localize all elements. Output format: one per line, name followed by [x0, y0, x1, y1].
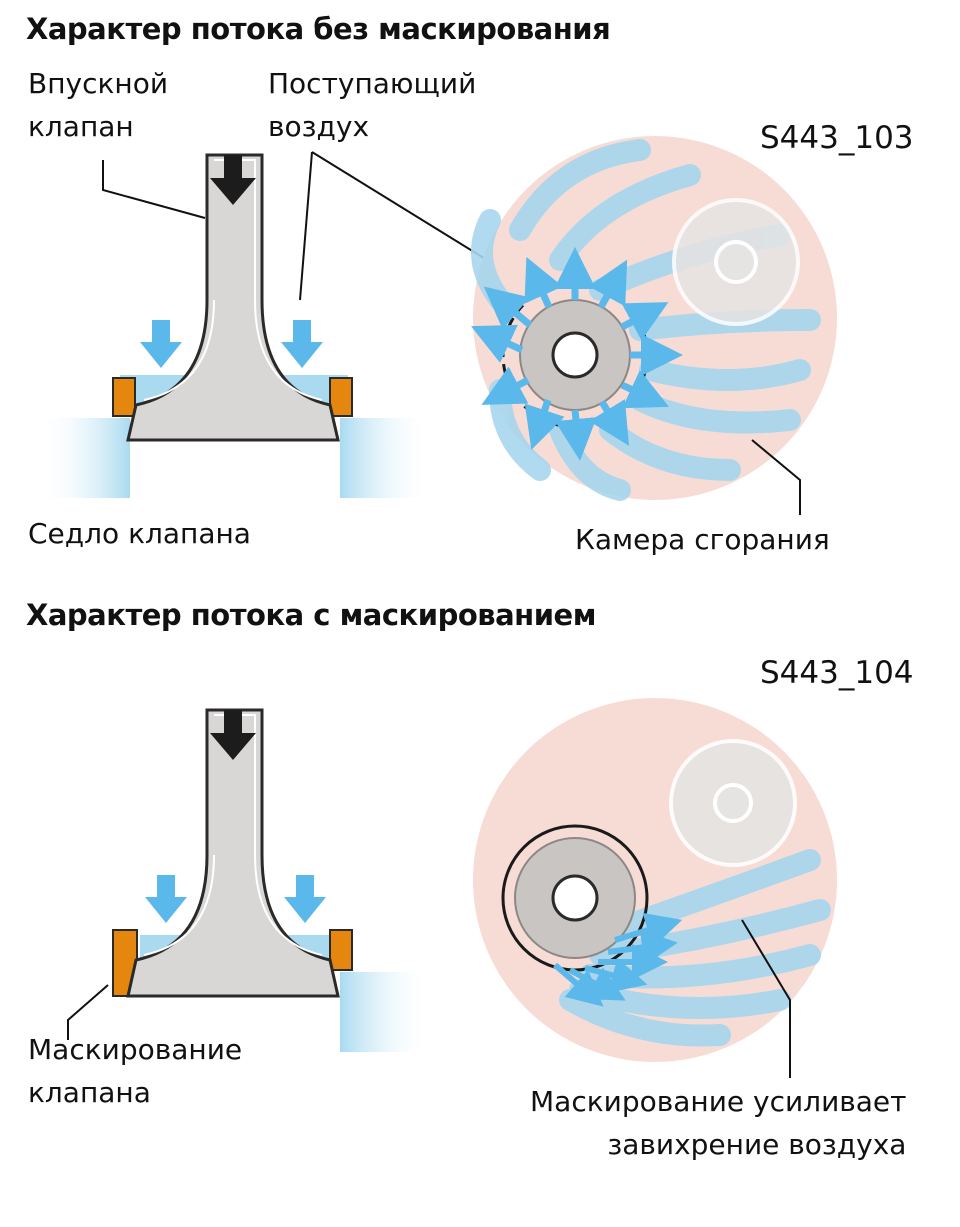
leader-incoming-air-1	[299, 151, 313, 301]
inflow-arrow-icon-right-top	[281, 320, 323, 368]
seat-left-top	[112, 377, 136, 417]
bottom-section-title: Характер потока с маскированием	[26, 598, 596, 632]
down-arrow-icon-bottom	[210, 710, 256, 760]
inflow-arrow-icon-right-bottom	[284, 875, 326, 923]
inflow-arrow-icon-left-top	[140, 320, 182, 368]
leader-swirl	[741, 919, 791, 1078]
incoming-air-label: Поступающий воздух	[268, 67, 477, 144]
chamber-top-group	[470, 136, 837, 515]
valve-seat-label: Седло клапана	[28, 517, 251, 550]
diagram-code-bottom: S443_104	[760, 655, 914, 691]
swirl-label: Маскирование усиливает завихрение воздух…	[530, 1085, 907, 1162]
seat-right-top	[329, 377, 353, 417]
top-section-title: Характер потока без маскирования	[26, 12, 611, 46]
leader-intake-valve	[102, 160, 206, 219]
leader-incoming-air-2	[311, 151, 501, 269]
leader-valve-masking	[67, 984, 109, 1040]
air-region-right-top	[340, 418, 430, 498]
valve-top	[126, 153, 340, 442]
inflow-arrow-icon-left-bottom	[145, 875, 187, 923]
air-region-left-top	[40, 418, 130, 498]
seat-right-bottom	[329, 929, 353, 971]
air-region-right-bottom	[340, 972, 430, 1052]
valve-bottom-group	[67, 708, 430, 1052]
down-arrow-icon-top	[210, 155, 256, 205]
intake-valve-label: Впускной клапан	[28, 67, 169, 144]
valve-top-group	[40, 151, 501, 498]
combustion-chamber-label: Камера сгорания	[575, 523, 830, 556]
valve-masking-label: Маскирование клапана	[28, 1033, 243, 1110]
leader-combustion-chamber	[751, 439, 801, 515]
valve-bottom	[126, 708, 340, 998]
air-gap-left-top	[120, 375, 190, 410]
diagram-code-top: S443_103	[760, 120, 914, 156]
chamber-bottom-group	[473, 698, 837, 1078]
